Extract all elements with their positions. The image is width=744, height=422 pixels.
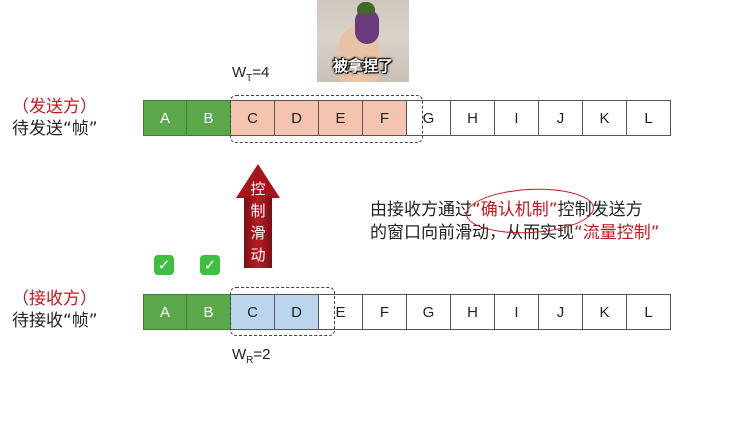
- receiver-frame-j: J: [539, 294, 583, 330]
- receiver-window-box: [230, 287, 335, 336]
- receiver-frame-f: F: [363, 294, 407, 330]
- meme-sticker: 被拿捏了: [317, 0, 409, 82]
- receiver-pending-text: 待接收“帧”: [12, 311, 98, 331]
- eggplant-plush-icon: [355, 10, 379, 44]
- sender-frame-d: D: [275, 100, 319, 136]
- receiver-frame-c: C: [231, 294, 275, 330]
- check-icon: ✓: [200, 255, 220, 275]
- eggplant-cap-icon: [357, 2, 375, 14]
- sender-role-text: （发送方）: [12, 97, 97, 117]
- check-icon: ✓: [154, 255, 174, 275]
- sender-frame-e: E: [319, 100, 363, 136]
- sender-frame-b: B: [187, 100, 231, 136]
- sender-frame-l: L: [627, 100, 671, 136]
- sender-frame-f: F: [363, 100, 407, 136]
- receiver-frame-a: A: [143, 294, 187, 330]
- explanation-text: 由接收方通过“确认机制”控制发送方 的窗口向前滑动，从而实现“流量控制”: [370, 185, 740, 245]
- receiver-role-text: （接收方）: [12, 289, 97, 309]
- sender-pending-text: 待发送“帧”: [12, 119, 98, 139]
- receiver-frame-k: K: [583, 294, 627, 330]
- arrow-up-icon: [236, 164, 280, 198]
- meme-caption: 被拿捏了: [332, 57, 393, 75]
- slide-arrow: [244, 196, 272, 268]
- sender-window-box: [230, 95, 423, 143]
- receiver-frame-i: I: [495, 294, 539, 330]
- receiver-frame-b: B: [187, 294, 231, 330]
- sender-frame-i: I: [495, 100, 539, 136]
- sender-frame-h: H: [451, 100, 495, 136]
- receiver-frame-l: L: [627, 294, 671, 330]
- receiver-window-label: WR=2: [232, 346, 271, 366]
- sender-frame-g: G: [407, 100, 451, 136]
- sender-frame-a: A: [143, 100, 187, 136]
- receiver-side-label: （接收方） 待接收“帧”: [12, 288, 98, 332]
- sender-frame-k: K: [583, 100, 627, 136]
- flow-control-highlight: “流量控制”: [574, 223, 660, 243]
- sender-frame-c: C: [231, 100, 275, 136]
- receiver-frame-d: D: [275, 294, 319, 330]
- receiver-frame-h: H: [451, 294, 495, 330]
- sender-side-label: （发送方） 待发送“帧”: [12, 96, 98, 140]
- sender-window-label: WT=4: [232, 64, 270, 84]
- receiver-frame-g: G: [407, 294, 451, 330]
- sender-frame-j: J: [539, 100, 583, 136]
- receiver-frame-e: E: [319, 294, 363, 330]
- arrow-text: 控 制 滑 动: [250, 180, 266, 264]
- ack-mechanism-highlight: “确认机制”: [464, 185, 596, 237]
